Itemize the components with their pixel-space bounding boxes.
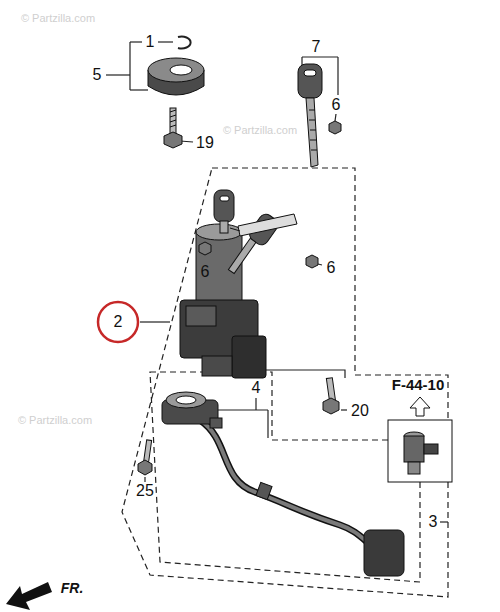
cover-part	[148, 58, 204, 95]
watermark: © Partzilla.com	[21, 13, 95, 24]
callout-number: 6	[332, 97, 341, 113]
bracket-line	[302, 56, 338, 57]
callout-number: 6	[327, 260, 336, 276]
callout-number: 20	[351, 403, 369, 419]
reference-box	[388, 420, 452, 482]
direction-label: FR.	[61, 581, 84, 595]
screw-part	[323, 378, 339, 414]
bracket-line	[130, 89, 148, 90]
callout-number: 2	[114, 314, 123, 330]
ignition-switch	[180, 190, 297, 378]
group-outline	[122, 168, 448, 597]
bracket-line	[337, 57, 338, 95]
harness-part	[162, 392, 404, 576]
callout-number: 4	[252, 380, 261, 396]
callout-number: 6	[201, 264, 210, 280]
screw-part	[138, 440, 152, 475]
nut-part	[329, 121, 341, 134]
bracket-line	[130, 41, 142, 42]
reference-arrow	[410, 397, 430, 416]
key-part	[298, 64, 322, 167]
front-arrow	[6, 582, 52, 610]
leader-line	[341, 409, 347, 410]
bracket-line	[129, 42, 130, 90]
callout-number: 3	[429, 514, 438, 530]
leader-line	[318, 264, 322, 265]
group-outline	[150, 372, 420, 582]
callout-number: 19	[196, 135, 214, 151]
watermark: © Partzilla.com	[18, 415, 92, 426]
figure-reference: F-44-10	[392, 377, 445, 392]
leader-line	[158, 41, 173, 42]
clip-part	[178, 37, 191, 49]
seat-lock-part	[404, 432, 438, 474]
callout-number: 7	[312, 39, 321, 55]
bolt-part	[164, 108, 182, 148]
nut-part	[199, 242, 211, 255]
callout-number: 5	[93, 67, 102, 83]
nut-part	[306, 255, 318, 268]
leader-line	[440, 521, 448, 522]
highlight-circle	[98, 302, 138, 342]
leader-line	[335, 114, 336, 121]
callout-number: 1	[146, 34, 155, 50]
bracket-line	[267, 410, 268, 438]
watermark: © Partzilla.com	[223, 125, 297, 136]
bracket-line	[212, 409, 268, 410]
leader-line	[140, 321, 170, 322]
leader-line	[144, 477, 145, 482]
callout-number: 25	[136, 483, 154, 499]
bracket-line	[255, 398, 256, 410]
leader-line	[106, 74, 130, 75]
